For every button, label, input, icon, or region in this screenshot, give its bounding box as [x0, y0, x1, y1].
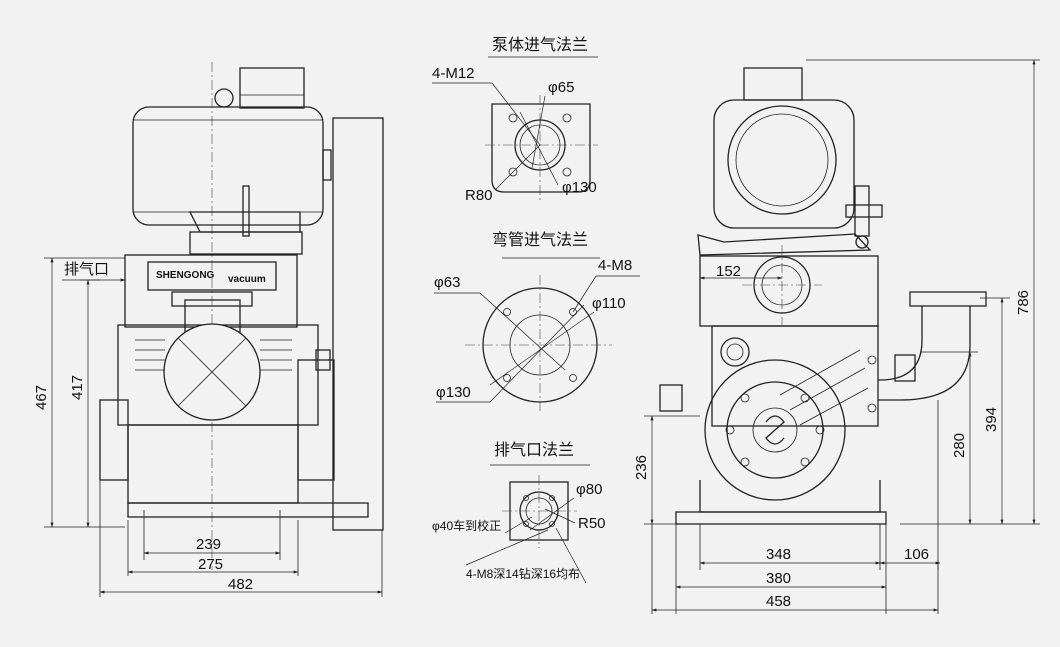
brand-text-vacuum: vacuum — [228, 274, 266, 285]
label-phi130-elbow: φ130 — [436, 384, 471, 401]
bolt-hole — [503, 308, 511, 316]
dim-394: 394 — [983, 407, 1000, 432]
exhaust-port-side — [720, 337, 750, 367]
label-phi80: φ80 — [576, 481, 602, 498]
side-body — [332, 117, 384, 531]
label-phi110: φ110 — [592, 295, 626, 312]
bolt-hole — [503, 374, 511, 382]
pump-flange-outline — [491, 103, 591, 193]
motor-body — [132, 106, 324, 226]
motor-end-circle — [727, 105, 837, 215]
dim-786: 786 — [1015, 290, 1032, 315]
bolt-hole — [569, 374, 577, 382]
lifting-eye — [214, 88, 234, 108]
pump-base-block — [127, 424, 299, 504]
bolt-hole — [562, 113, 572, 123]
dim-482: 482 — [228, 576, 253, 593]
nameplate — [147, 261, 277, 291]
label-4-m12: 4-M12 — [432, 65, 475, 82]
dim-239: 239 — [196, 536, 221, 553]
title-exhaust-flange: 排气口法兰 — [494, 441, 574, 459]
label-4-m8: 4-M8 — [598, 257, 632, 274]
dim-280: 280 — [951, 433, 968, 458]
label-phi63: φ63 — [434, 274, 460, 291]
dim-152: 152 — [716, 263, 741, 280]
dim-458: 458 — [766, 593, 791, 610]
bolt-hole — [569, 308, 577, 316]
pump-upper-body — [124, 254, 298, 328]
rotor-circle — [726, 381, 824, 479]
motor-body-side — [713, 99, 855, 229]
label-phi130: φ130 — [562, 179, 597, 196]
title-elbow-flange: 弯管进气法兰 — [492, 231, 588, 249]
dim-275: 275 — [198, 556, 223, 573]
motor-terminal-box-side — [743, 67, 803, 101]
pump-inlet-flange: 泵体进气法兰 4-M12 φ65 R80 φ130 — [432, 36, 598, 204]
side-base-feet — [699, 480, 881, 513]
bolt-hole — [508, 167, 518, 177]
exhaust-flange: 排气口法兰 φ80 φ40车到校正 R50 4-M8深14钻深16均布 — [432, 441, 606, 584]
label-r80: R80 — [465, 187, 493, 204]
bolt-hole — [508, 113, 518, 123]
base-plate — [127, 502, 369, 518]
rotor-housing — [704, 359, 846, 501]
dim-106: 106 — [904, 546, 929, 563]
brand-text-shengong: SHENGONG — [156, 270, 215, 281]
elbow-inlet-flange: 弯管进气法兰 φ63 4-M8 φ110 φ130 — [434, 231, 640, 412]
dim-467: 467 — [33, 385, 50, 410]
dim-236: 236 — [633, 455, 650, 480]
side-view: 786 394 280 236 152 348 106 380 458 — [633, 59, 1040, 614]
dim-348: 348 — [766, 546, 791, 563]
dim-417: 417 — [69, 375, 86, 400]
elbow-pipe-flange — [909, 291, 987, 307]
motor-terminal-box — [239, 67, 305, 109]
elbow-pipe — [878, 306, 923, 381]
bolt-hole — [562, 167, 572, 177]
label-phi65: φ65 — [548, 79, 574, 96]
exhaust-label: 排气口 — [64, 261, 109, 278]
label-r50: R50 — [578, 515, 606, 532]
title-pump-flange: 泵体进气法兰 — [492, 36, 588, 54]
front-view: SHENGONG vacuum 排气口 — [33, 62, 384, 597]
label-thread-note: 4-M8深14钻深16均布 — [466, 566, 580, 581]
shaft-hub — [752, 407, 798, 453]
label-bore-note: φ40车到校正 — [432, 518, 501, 533]
dim-380: 380 — [766, 570, 791, 587]
side-base-plate — [675, 511, 887, 525]
